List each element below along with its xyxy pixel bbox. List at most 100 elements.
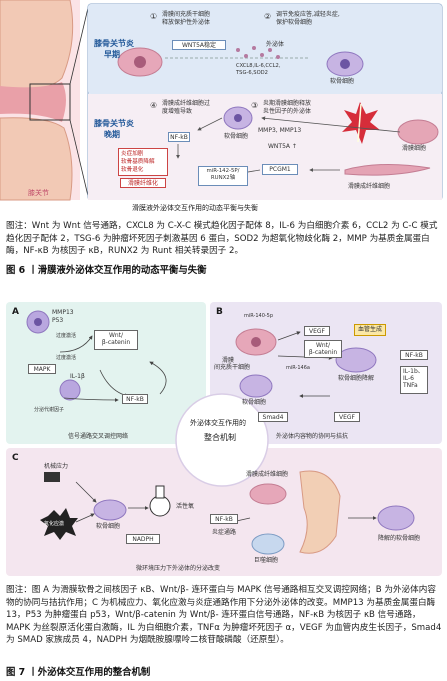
cytokines-1: CXCL8,IL-6,CCL2, xyxy=(236,63,281,69)
knee-label: 膝关节 xyxy=(28,189,49,197)
c-nfkb: NF-kB xyxy=(210,514,238,524)
early-label-2: 早期 xyxy=(104,50,120,59)
caption-7: 图注：图 A 为滑膜软骨之间核因子 κB、Wnt/β- 连环蛋白与 MAPK 信… xyxy=(6,585,442,646)
c-caption: 微环境压力下外泌体的分泌改变 xyxy=(136,565,221,572)
chondrocyte-2-label: 软骨细胞 xyxy=(224,133,249,140)
step-2-text-2: 保护软骨细胞 xyxy=(276,19,313,26)
step-2-number: ② xyxy=(264,12,272,21)
flask-icon xyxy=(149,495,171,517)
panel-c-bg xyxy=(6,448,442,576)
wnt5a-box: WNT5A稳定 xyxy=(172,40,226,50)
step-1-text-2: 释放保护性外泌体 xyxy=(162,19,211,26)
chondrocyte-label: 软骨细胞 xyxy=(330,78,355,85)
center-circle xyxy=(175,393,269,487)
degraded-chondro-c xyxy=(377,505,415,531)
cytokines-2: TSG-6,SOD2 xyxy=(236,70,268,76)
zoom-box xyxy=(29,83,71,121)
b-mir-2: miR-146a xyxy=(286,365,310,371)
figure-6: 膝关节 膝骨关节炎 早期 膝骨关节炎 晚期 ① 滑膜间充质干细胞 释放保护性外泌… xyxy=(0,0,447,220)
mir-box: miR-142-5P/ RUNX2轴 xyxy=(198,166,248,186)
late-label-1: 膝骨关节炎 xyxy=(94,119,134,128)
c-chondro: 软骨细胞 xyxy=(96,523,121,530)
figure-7-title: 图 7 丨外泌体交互作用的整合机制 xyxy=(6,667,151,678)
a-wnt-line-1: Wnt/ xyxy=(108,332,124,339)
synovium xyxy=(0,82,66,122)
c-degr: 降解的软骨细胞 xyxy=(378,535,421,542)
center-title-2: 整合机制 xyxy=(204,433,236,442)
figure-7-graphics xyxy=(6,302,442,576)
figure-6-inner-title: 滑膜液外泌体交互作用的动态平衡与失衡 xyxy=(132,204,258,212)
weight-icon xyxy=(44,472,60,482)
a-nfkb-box: NF-kB xyxy=(122,394,148,404)
center-title-1: 外泌体交互作用的 xyxy=(190,419,246,427)
mir-box-line-1: miR-142-5P/ xyxy=(206,168,240,174)
b-wnt-line-1: Wnt/ xyxy=(315,342,331,349)
early-label-1: 膝骨关节炎 xyxy=(94,39,134,48)
wnt5a-arrow-label: WNT5A ↑ xyxy=(268,143,297,150)
c-mech: 机械应力 xyxy=(44,463,69,470)
panel-a-bg xyxy=(6,302,206,444)
effects-box: 炎症加剧 软骨基质降解 软骨退化 xyxy=(118,148,168,176)
nfkb-box: NF-kB xyxy=(168,132,190,142)
b-caption: 外泌体内容物的协同与拮抗 xyxy=(276,433,349,440)
chondro-c xyxy=(93,499,127,521)
chondro-b xyxy=(239,374,273,398)
step-4-text-2: 度增殖导致 xyxy=(162,108,193,115)
b-smad4: Smad4 xyxy=(258,412,288,422)
exosome-label: 外泌体 xyxy=(266,41,285,48)
b-nfkb-box: NF-kB xyxy=(400,350,428,360)
a-mmp13: MMP13 xyxy=(52,309,74,316)
macro-c xyxy=(251,533,285,555)
panel-a-letter: A xyxy=(12,307,19,317)
b-cartilage-deg: 软骨细胞降解 xyxy=(338,375,375,382)
a-wnt-box: Wnt/ β-catenin xyxy=(94,330,138,350)
b-cyto-item: IL-1b、 xyxy=(403,368,424,375)
c-macro: 巨噬细胞 xyxy=(254,557,279,564)
oxidative-burst-icon xyxy=(40,508,78,540)
b-msc-1: 滑膜 xyxy=(222,357,235,364)
effect-item: 软骨退化 xyxy=(121,167,144,173)
b-vascular: 血管生成 xyxy=(354,324,386,336)
figure-7: A B C MMP13 P53 过度激活 过度激活 Wnt/ β-catenin… xyxy=(0,296,447,580)
b-chondro: 软骨细胞 xyxy=(242,399,267,406)
a-il1b: IL-1β xyxy=(70,373,85,380)
c-ox: 氧化应激 xyxy=(44,521,65,527)
a-over-1: 过度激活 xyxy=(56,333,77,339)
b-wnt-line-2: β-catenin xyxy=(308,349,338,356)
step-3-text-2: 炎性因子的外泌体 xyxy=(263,108,312,115)
synoviocyte-label: 滑膜细胞 xyxy=(402,145,427,152)
femur xyxy=(0,0,74,93)
panel-b-letter: B xyxy=(216,307,223,317)
step-4-number: ④ xyxy=(150,101,158,110)
knee-c xyxy=(299,470,341,554)
pcgm1-box: PCGM1 xyxy=(262,164,298,175)
fibro-c xyxy=(249,483,287,505)
chondro-deg-b xyxy=(335,347,377,373)
step-2-text-1: 调节免疫应答,减轻炎症, xyxy=(276,11,340,18)
fibrosis-box: 滑膜纤维化 xyxy=(120,178,166,188)
c-fibro: 滑膜成纤维细胞 xyxy=(246,471,289,478)
cell-a-mid xyxy=(59,379,81,401)
b-cyto-item: TNFa xyxy=(403,382,418,389)
figure-6-title: 图 6 丨滑膜液外泌体交互作用的动态平衡与失衡 xyxy=(6,265,207,276)
b-cyto-item: IL-6 xyxy=(403,375,414,382)
caption-6: 图注：Wnt 为 Wnt 信号通路，CXCL8 为 C-X-C 模式趋化因子配体… xyxy=(6,221,438,257)
a-caption: 信号通路交叉调控网络 xyxy=(68,433,129,440)
a-p53: P53 xyxy=(52,317,64,324)
b-vegf-2: VEGF xyxy=(334,412,360,422)
late-label-2: 晚期 xyxy=(104,130,120,139)
b-vegf-1: VEGF xyxy=(304,326,330,336)
b-wnt-box: Wnt/ β-catenin xyxy=(304,340,342,358)
c-inflam: 炎症通路 xyxy=(212,529,237,536)
b-mir-1: miR-140-5p xyxy=(244,313,274,319)
effect-item: 软骨基质降解 xyxy=(121,159,155,165)
figure-6-graphics xyxy=(0,0,443,214)
c-ros: 活性氧 xyxy=(176,503,195,510)
step-3-number: ③ xyxy=(251,101,259,110)
b-msc-2: 间充质干细胞 xyxy=(214,364,251,371)
a-wnt-line-2: β-catenin xyxy=(101,339,131,346)
mir-box-line-2: RUNX2轴 xyxy=(210,175,236,182)
tibia xyxy=(0,117,73,201)
step-4-text-1: 滑膜成纤维细胞过 xyxy=(162,100,211,107)
synoviocyte-cell xyxy=(397,119,439,145)
